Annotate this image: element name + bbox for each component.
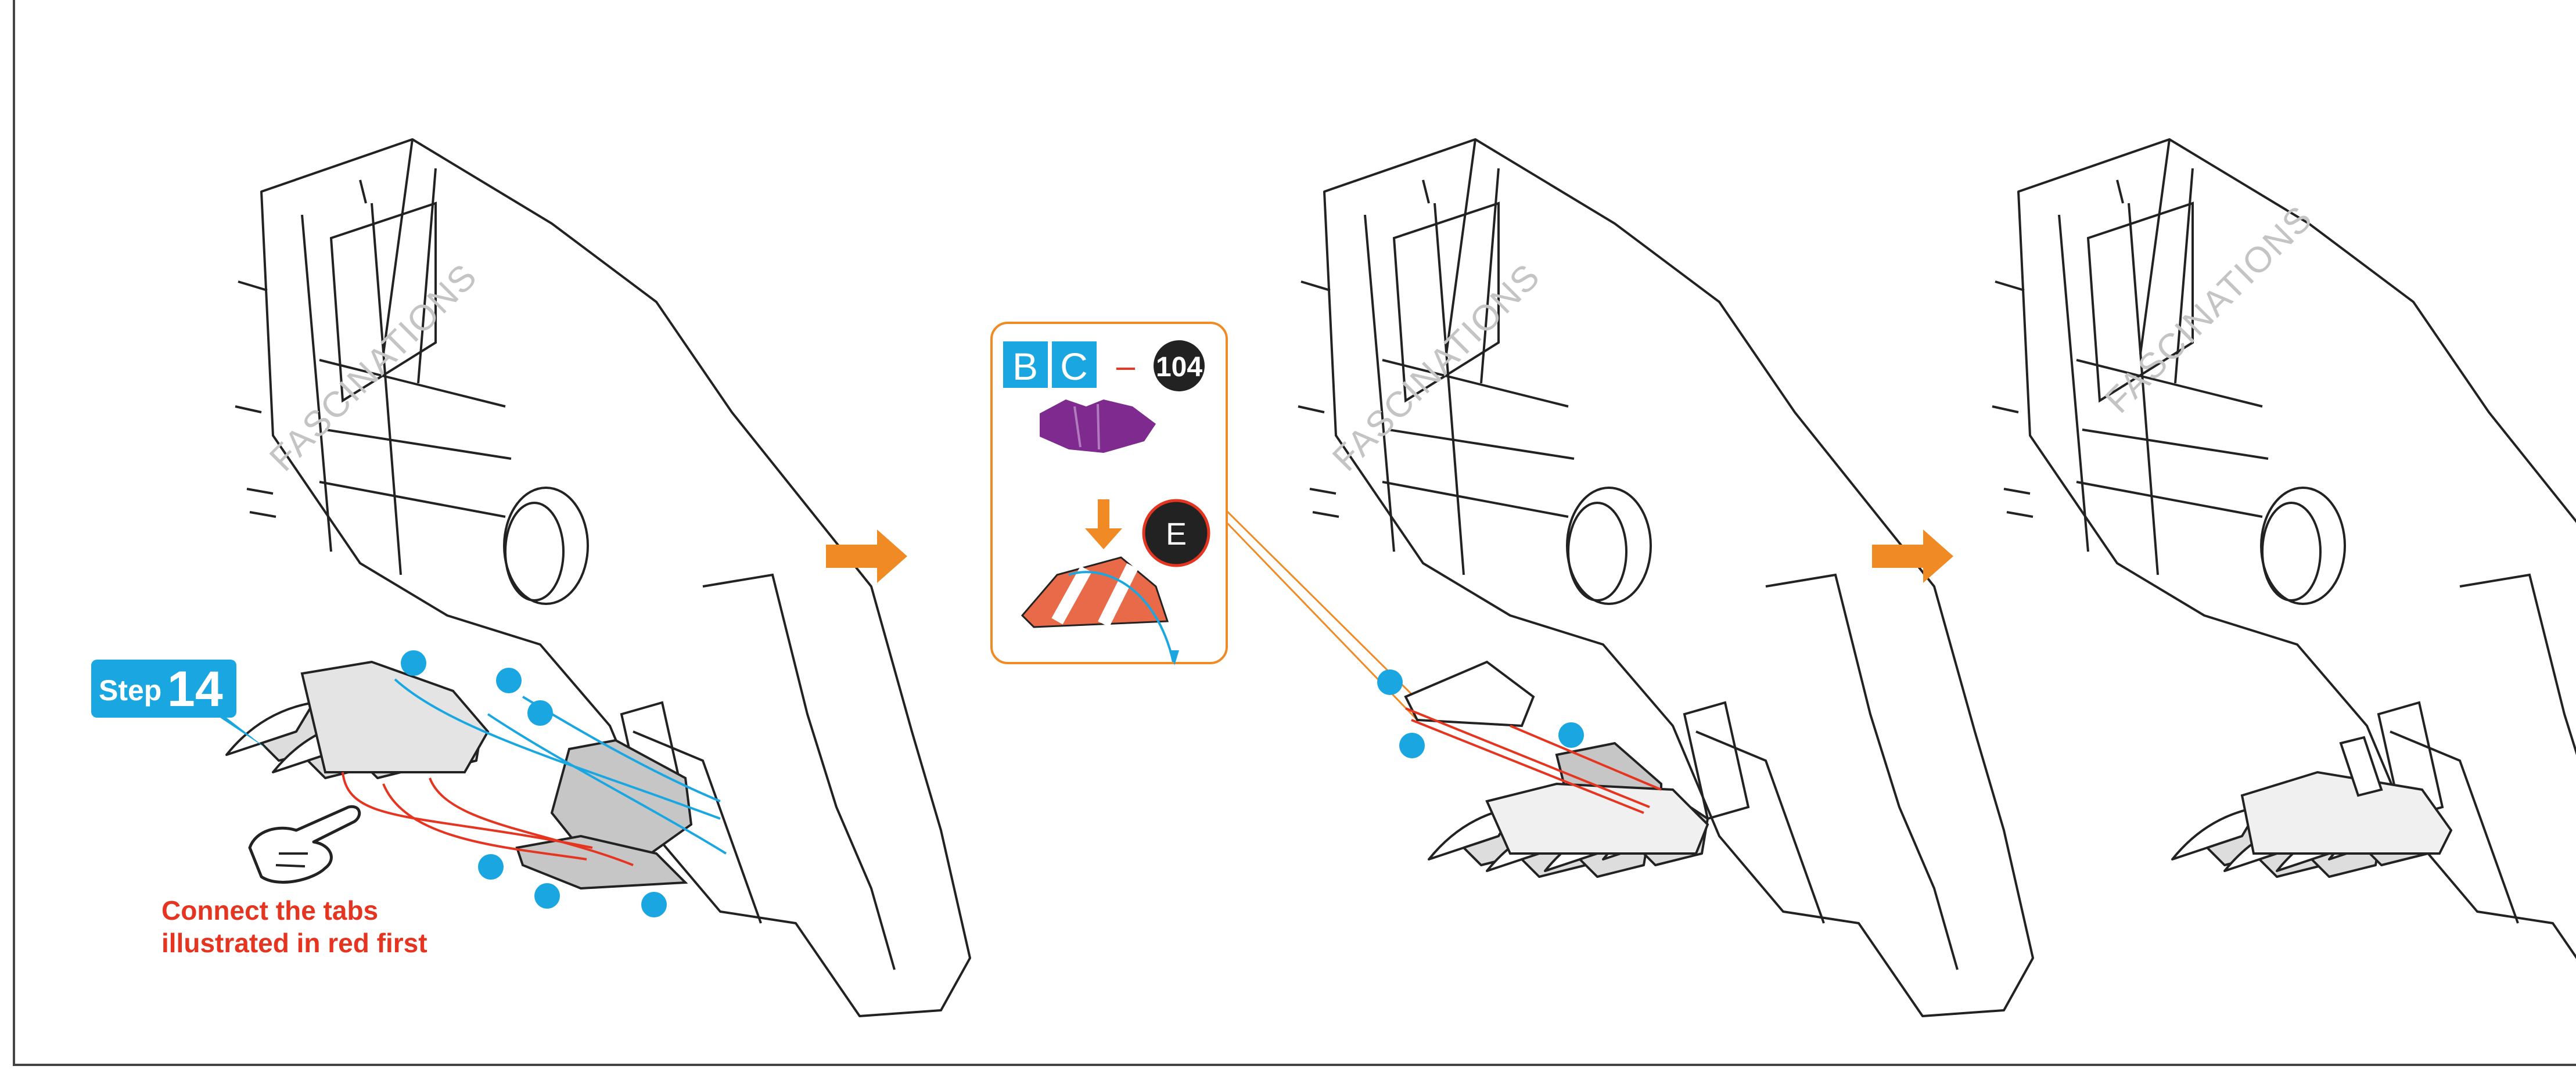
watermark: FASCINATIONS <box>1325 256 1548 479</box>
parts-callout: B C – 104 E <box>991 323 1429 720</box>
panel-3-illustration <box>1992 139 2576 1016</box>
watermark: FASCINATIONS <box>262 256 485 479</box>
panel-3-foot <box>2172 737 2451 877</box>
step-badge: Step 14 <box>91 660 267 749</box>
tab-dot <box>1377 669 1403 695</box>
tab-dot <box>1399 733 1425 758</box>
tab-dot <box>1558 722 1584 748</box>
tab-dot <box>496 668 522 693</box>
part-dash: – <box>1116 347 1136 385</box>
sheet-b-label: B <box>1012 345 1038 388</box>
instruction-line-2: illustrated in red first <box>161 928 427 958</box>
panel-2-foot <box>1377 662 1708 877</box>
sheet-c-label: C <box>1060 345 1088 388</box>
target-piece-badge: E <box>1166 517 1187 552</box>
tab-dot <box>478 854 504 880</box>
piece-number-badge: 104 <box>1156 352 1202 383</box>
tab-dot <box>527 700 553 726</box>
tab-dot <box>401 650 426 676</box>
next-arrow-icon <box>826 530 907 583</box>
step-label: Step <box>99 674 161 707</box>
instruction-line-1: Connect the tabs <box>161 895 378 926</box>
tab-dot <box>641 892 667 917</box>
step-number: 14 <box>167 661 223 717</box>
pointing-hand-icon <box>250 806 360 882</box>
next-arrow-icon <box>1872 530 1953 583</box>
panel-2-illustration <box>1298 139 2033 1016</box>
tab-dot <box>534 883 560 909</box>
